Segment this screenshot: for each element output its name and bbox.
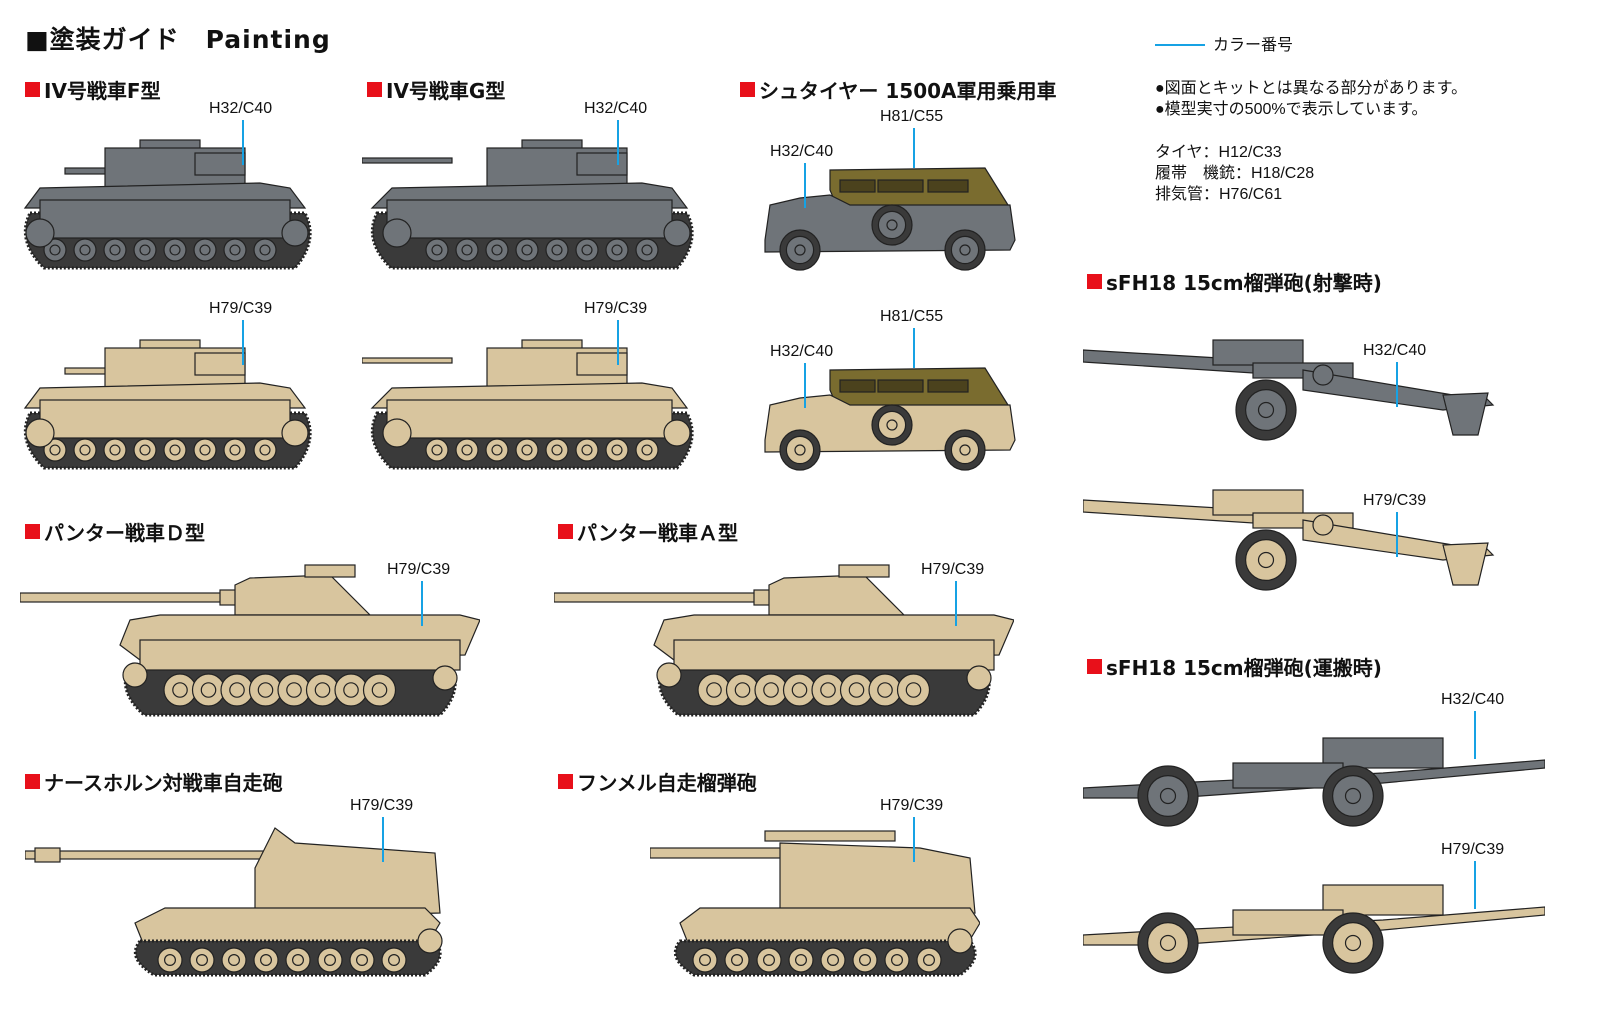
nashorn-drawing [24, 823, 445, 978]
legend-line [1155, 44, 1205, 46]
section-hummel: フンメル自走榴弾砲 [558, 767, 757, 796]
color-label: H79/C39 [880, 797, 944, 814]
callout-line [421, 581, 423, 626]
section-title: IV号戦車F型 [44, 79, 161, 103]
color-label: H79/C39 [209, 300, 273, 317]
vehicle-illustration [1082, 489, 1495, 591]
sfh-transport-grey-drawing [1082, 718, 1546, 830]
section-panther-a: パンター戦車Ａ型 [558, 517, 738, 546]
page-title: ■塗装ガイド Painting [25, 25, 331, 54]
sfh-firing-tan-drawing [1082, 485, 1495, 595]
section-steyr: シュタイヤー 1500A軍用乗用車 [740, 75, 1057, 104]
callout-line [382, 817, 384, 862]
legend-label: カラー番号 [1213, 37, 1294, 54]
color-label: H79/C39 [1441, 841, 1505, 858]
vehicle-illustration [23, 139, 312, 270]
color-label: H32/C40 [584, 100, 648, 117]
vehicle-illustration [1082, 737, 1546, 827]
vehicle-illustration [764, 367, 1016, 471]
color-label: H79/C39 [1363, 492, 1427, 509]
vehicle-illustration [361, 339, 694, 470]
color-label: H81/C55 [880, 308, 944, 325]
pz4g-tan-drawing [361, 328, 697, 473]
vehicle-illustration [19, 564, 481, 717]
vehicle-illustration [23, 339, 312, 470]
section-pz4f: IV号戦車F型 [25, 75, 161, 104]
section-title: ナースホルン対戦車自走砲 [44, 771, 283, 795]
callout-line [955, 581, 957, 626]
vehicle-illustration [649, 830, 981, 977]
panther-d-drawing [19, 560, 481, 720]
common-color-1: タイヤ：H12/C33 [1155, 144, 1282, 161]
note-1: ●図面とキットとは異なる部分があります。 [1155, 80, 1468, 97]
vehicle-illustration [1082, 884, 1546, 974]
color-label: H32/C40 [770, 343, 834, 360]
section-title: フンメル自走榴弾砲 [577, 771, 757, 795]
section-title: sFH18 15cm榴弾砲(射撃時) [1106, 271, 1382, 295]
color-label: H32/C40 [770, 143, 834, 160]
note-2: ●模型実寸の500%で表示しています。 [1155, 101, 1428, 118]
section-title: IV号戦車G型 [386, 79, 506, 103]
callout-line [804, 163, 806, 208]
color-label: H79/C39 [584, 300, 648, 317]
color-label: H32/C40 [1363, 342, 1427, 359]
callout-line [1396, 512, 1398, 557]
pz4g-grey-drawing [361, 128, 697, 273]
color-label: H79/C39 [350, 797, 414, 814]
vehicle-illustration [361, 139, 694, 270]
callout-line [913, 128, 915, 168]
steyr-tan-drawing [760, 360, 1018, 472]
section-title: パンター戦車Ｄ型 [44, 521, 205, 545]
vehicle-illustration [553, 564, 1015, 717]
section-title: シュタイヤー 1500A軍用乗用車 [759, 79, 1057, 103]
section-pz4g: IV号戦車G型 [367, 75, 505, 104]
callout-line [242, 120, 244, 165]
callout-line [242, 320, 244, 365]
callout-line [913, 817, 915, 862]
callout-line [1396, 362, 1398, 407]
pz4f-tan-drawing [20, 328, 325, 473]
steyr-grey-drawing [760, 160, 1018, 272]
sfh-transport-tan-drawing [1082, 865, 1546, 977]
section-sfh-firing: sFH18 15cm榴弾砲(射撃時) [1087, 267, 1382, 296]
callout-line [617, 120, 619, 165]
section-nashorn: ナースホルン対戦車自走砲 [25, 767, 283, 796]
color-label: H79/C39 [921, 561, 985, 578]
hummel-drawing [649, 823, 981, 978]
section-title: sFH18 15cm榴弾砲(運搬時) [1106, 656, 1382, 680]
common-color-3: 排気管：H76/C61 [1155, 186, 1283, 203]
callout-line [617, 320, 619, 365]
panther-a-drawing [553, 560, 1015, 720]
vehicle-illustration [1082, 339, 1495, 441]
section-sfh-transport: sFH18 15cm榴弾砲(運搬時) [1087, 652, 1382, 681]
color-label: H79/C39 [387, 561, 451, 578]
color-label: H32/C40 [1441, 691, 1505, 708]
callout-line [913, 328, 915, 368]
color-label: H32/C40 [209, 100, 273, 117]
vehicle-illustration [24, 827, 443, 977]
callout-line [804, 363, 806, 408]
vehicle-illustration [764, 167, 1016, 271]
pz4f-grey-drawing [20, 128, 325, 273]
section-title: パンター戦車Ａ型 [577, 521, 738, 545]
callout-line [1474, 861, 1476, 909]
sfh-firing-grey-drawing [1082, 335, 1495, 445]
callout-line [1474, 711, 1476, 759]
section-panther-d: パンター戦車Ｄ型 [25, 517, 205, 546]
common-color-2: 履帯 機銃：H18/C28 [1155, 165, 1315, 182]
color-label: H81/C55 [880, 108, 944, 125]
